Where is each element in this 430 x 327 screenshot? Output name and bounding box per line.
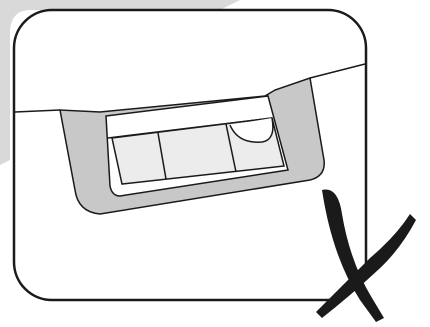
compartment-notch <box>229 117 274 143</box>
cross-stroke-2 <box>316 214 416 318</box>
compartment-divider-2 <box>225 123 237 173</box>
cross-stroke-1 <box>322 189 384 322</box>
compartment-divider-1 <box>157 132 167 180</box>
surface-line-left <box>14 109 61 113</box>
surface-line-right <box>309 63 366 79</box>
cross-icon <box>316 189 416 322</box>
